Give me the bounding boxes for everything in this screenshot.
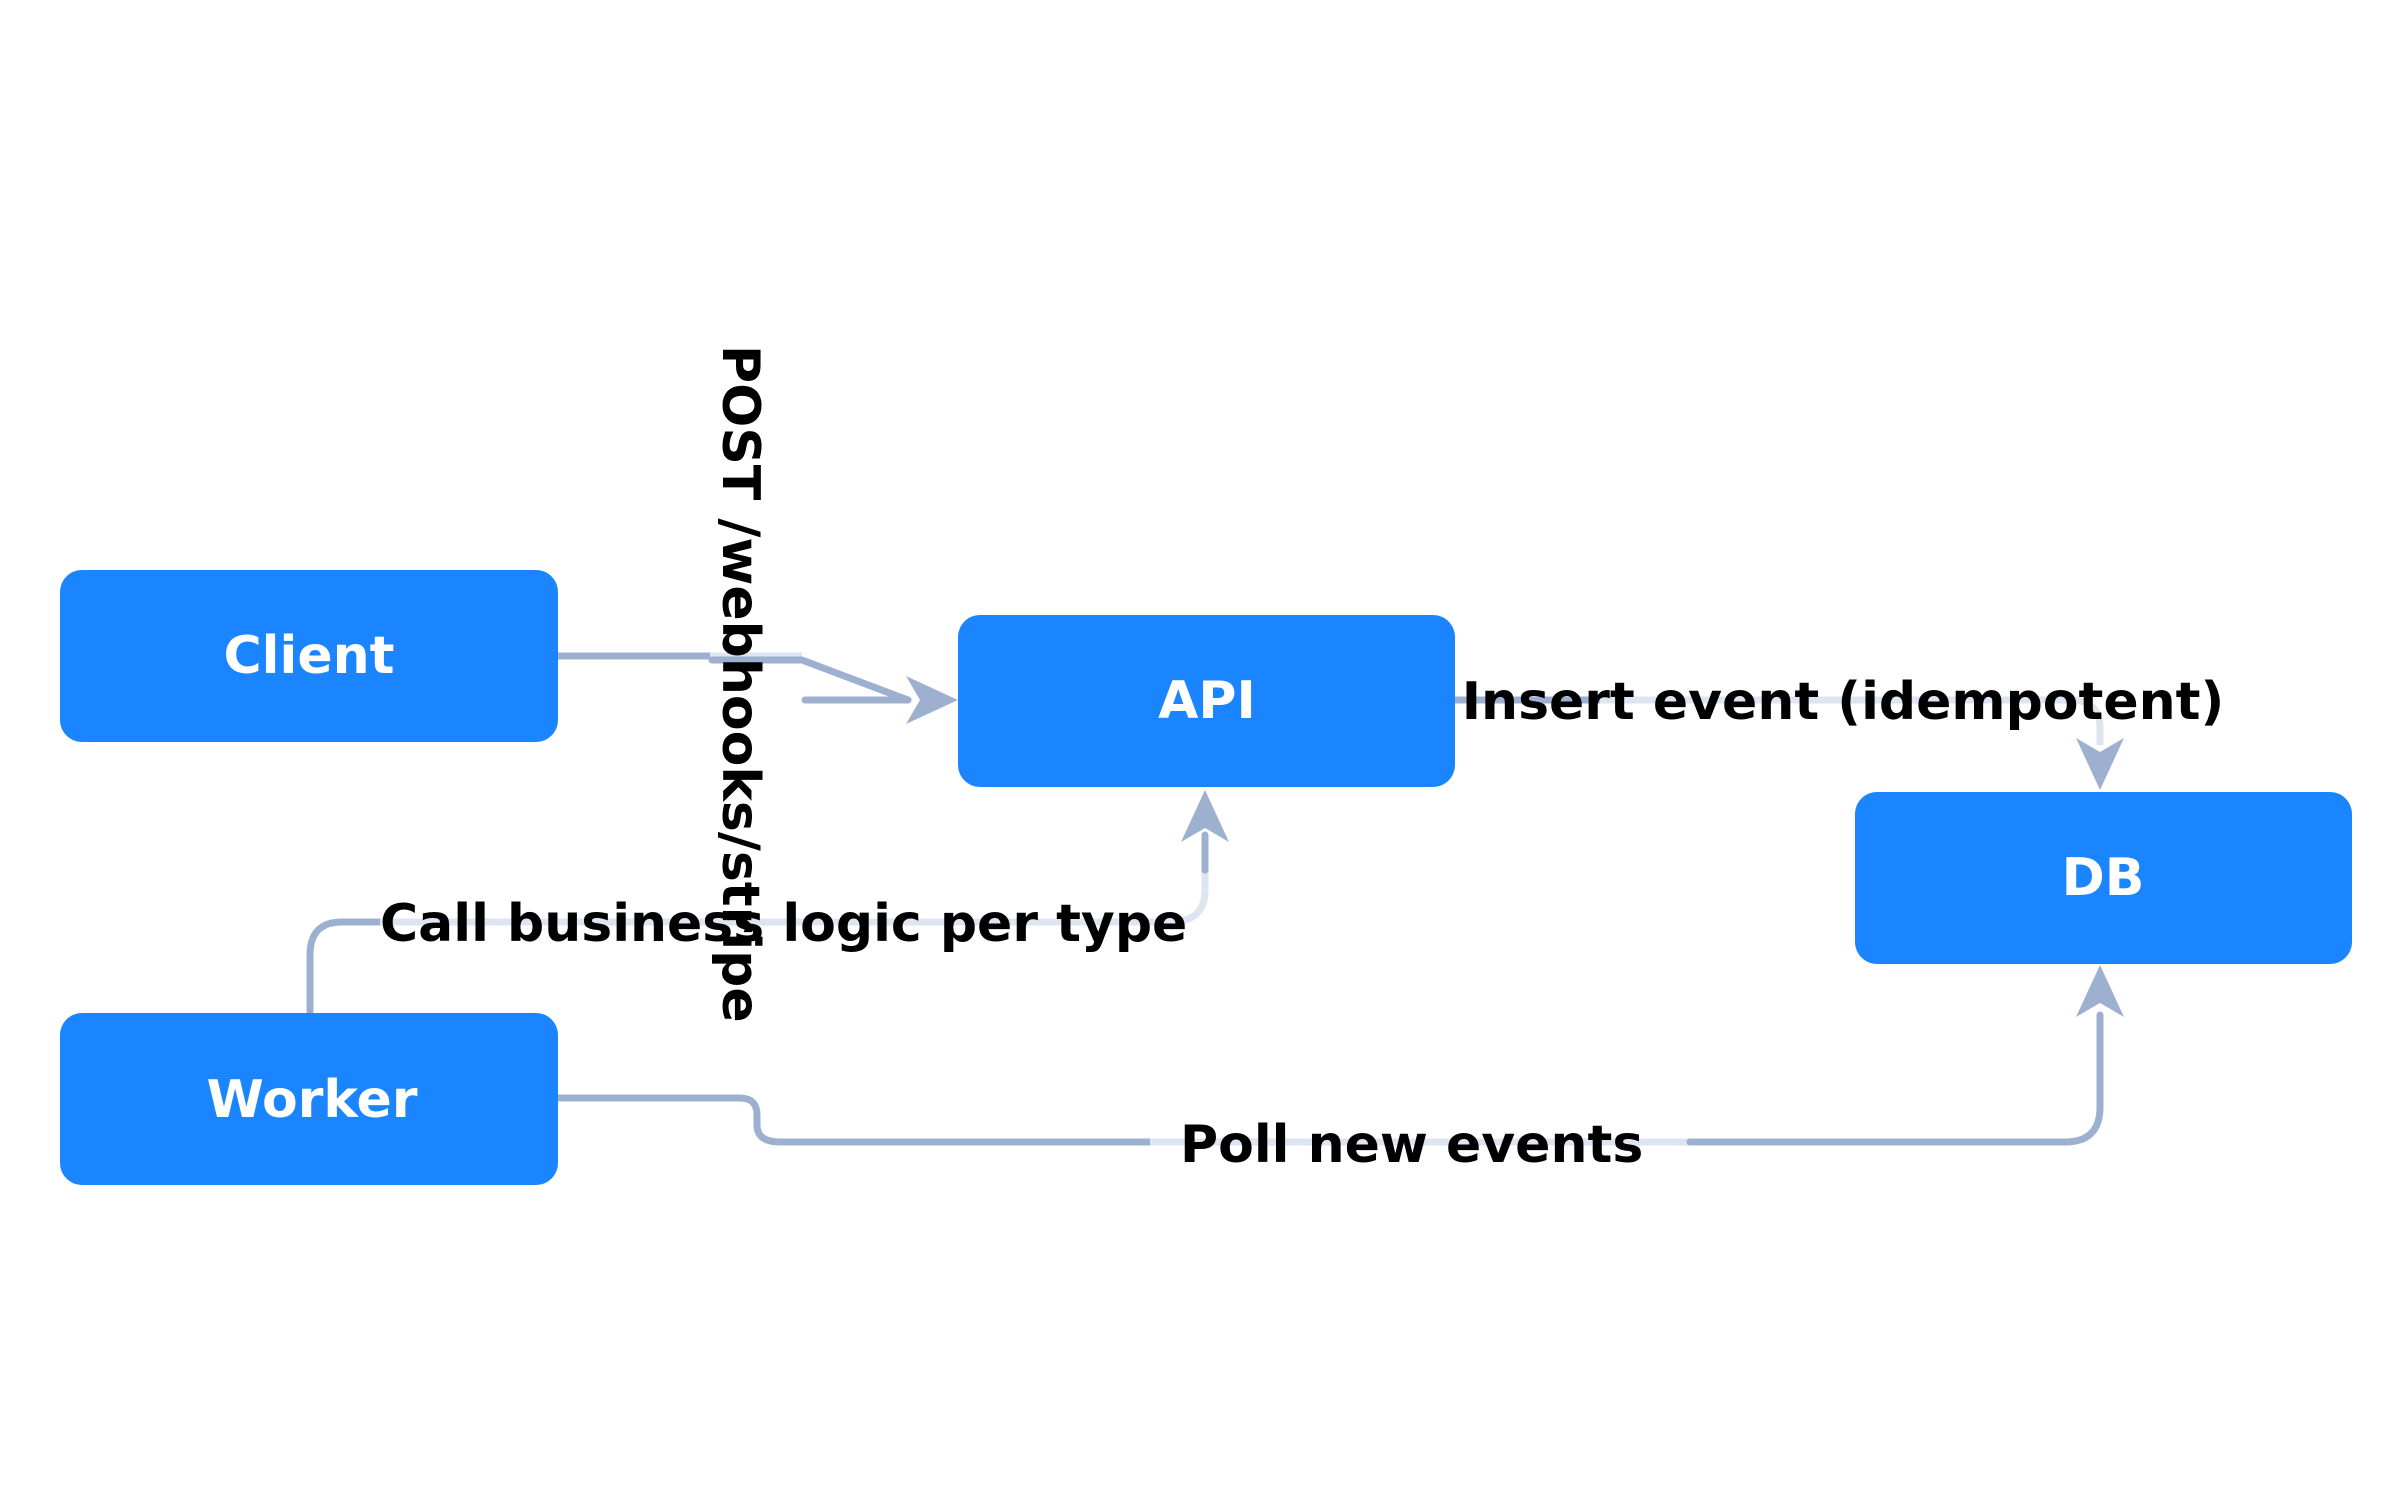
arrowhead-to-db-top	[2076, 738, 2124, 790]
node-db-label: DB	[2062, 848, 2145, 908]
edge-label-poll-new-events: Poll new events	[1180, 1115, 1643, 1175]
node-api-label: API	[1158, 671, 1256, 731]
node-api[interactable]: API	[958, 615, 1455, 787]
edge-client-to-api	[554, 652, 958, 724]
edge-api-to-db	[1451, 696, 2124, 790]
arrowhead-to-db-bottom	[2076, 965, 2124, 1017]
edge-worker-to-api	[306, 790, 1229, 1016]
edge-label-insert-event: Insert event (idempotent)	[1462, 672, 2225, 732]
node-client[interactable]: Client	[60, 570, 558, 742]
node-worker-label: Worker	[207, 1070, 418, 1130]
arrowhead-to-api	[906, 676, 958, 724]
node-worker[interactable]: Worker	[60, 1013, 558, 1185]
edge-worker-to-db	[554, 965, 2124, 1146]
arrowhead-to-api-bottom	[1181, 790, 1229, 842]
node-db[interactable]: DB	[1855, 792, 2352, 964]
edge-label-post-webhooks: POST /webhooks/stripe	[710, 345, 770, 1023]
node-client-label: Client	[224, 626, 395, 686]
edge-label-call-business-logic: Call business logic per type	[380, 894, 1187, 954]
